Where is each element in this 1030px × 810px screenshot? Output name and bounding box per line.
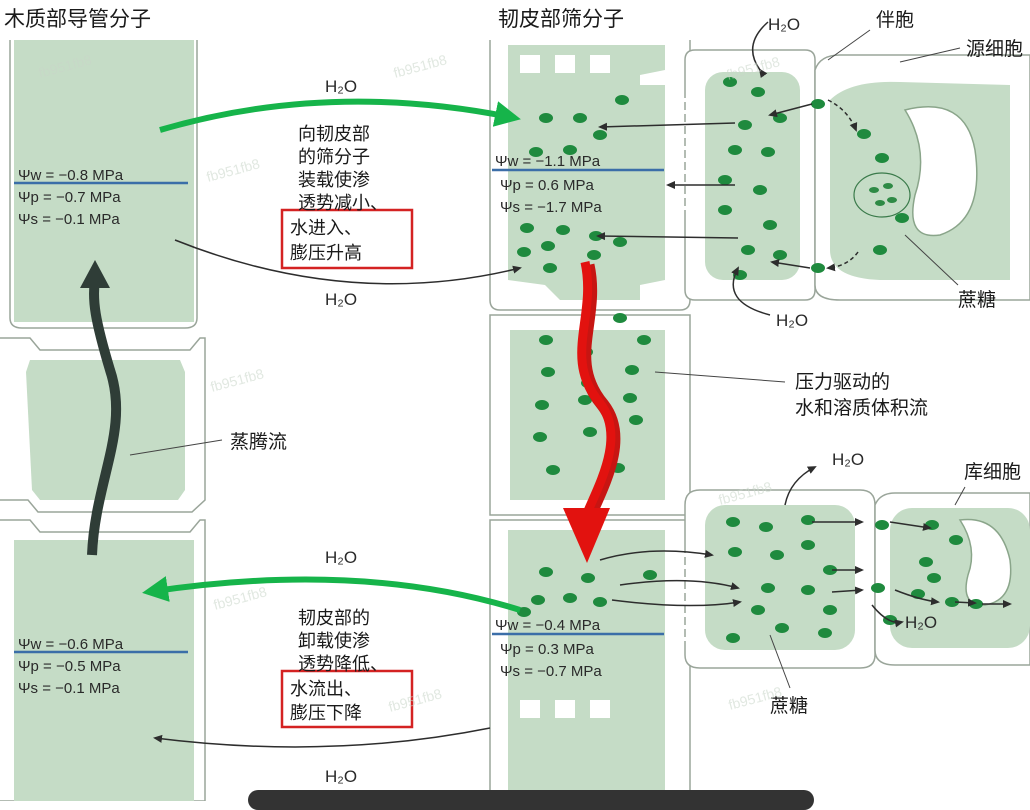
h2o-label-top-mid: H₂O (325, 77, 357, 96)
flow-arrows (80, 21, 1012, 748)
xylem-title: 木质部导管分子 (4, 7, 151, 31)
loading-text-line-4: 透势减小、 (298, 193, 388, 214)
sucrose-source-label: 蔗糖 (958, 289, 996, 311)
phloem-sieve-column (489, 40, 691, 801)
h2o-label-bottom-low: H₂O (325, 767, 357, 786)
pressure-flow-label-line-1: 压力驱动的 (795, 371, 890, 393)
source-cell-label: 源细胞 (966, 38, 1023, 60)
loading-text-line-3: 装载使渗 (298, 170, 370, 191)
transpiration-arrowhead-icon (80, 260, 110, 288)
phloem-top-psi-s: Ψs = −1.7 MPa (500, 199, 602, 216)
h2o-label-top-low: H₂O (325, 290, 357, 309)
sink-cell-label: 库细胞 (964, 461, 1021, 483)
chloroplast-icon (853, 172, 911, 218)
bottom-overlay-bar[interactable] (248, 790, 814, 810)
phloem-bottom-psi-p: Ψp = 0.3 MPa (500, 641, 594, 658)
companion-cell-top (665, 49, 816, 301)
loading-text-line-1: 向韧皮部 (298, 124, 370, 145)
h2o-label-sink-right: H₂O (905, 613, 937, 632)
companion-cell-bottom (665, 489, 876, 669)
water-into-phloem-arrow (159, 98, 521, 133)
unloading-highlight-box (280, 669, 414, 729)
unloading-boxed-line-1: 水流出、 (290, 679, 362, 700)
sink-cell (874, 492, 1030, 666)
sucrose-dots (517, 77, 983, 643)
water-out-of-phloem-arrow (142, 576, 521, 613)
pressure-flow-label-line-2: 水和溶质体积流 (795, 397, 928, 419)
unloading-text-line-2: 卸载使渗 (298, 631, 370, 652)
loading-boxed-line-1: 水进入、 (290, 218, 362, 239)
unloading-text-line-3: 透势降低、 (298, 654, 388, 675)
pointer-lines (129, 29, 966, 689)
xylem-top-psi-s: Ψs = −0.1 MPa (18, 211, 120, 228)
loading-boxed-line-2: 膨压升高 (290, 243, 362, 264)
pressure-flow-arrow (577, 261, 616, 520)
transpiration-stream-arrow (87, 279, 122, 556)
unloading-text-line-1: 韧皮部的 (298, 608, 370, 629)
phloem-bottom-psi-w: Ψw = −0.4 MPa (495, 617, 601, 634)
phloem-top-psi-w: Ψw = −1.1 MPa (495, 153, 601, 170)
xylem-column (0, 40, 206, 801)
h2o-label-bottom-mid: H₂O (325, 548, 357, 567)
companion-cell-label: 伴胞 (876, 9, 914, 31)
xylem-top-psi-w: Ψw = −0.8 MPa (18, 167, 124, 184)
loading-text-line-2: 的筛分子 (298, 147, 370, 168)
phloem-top-psi-p: Ψp = 0.6 MPa (500, 177, 594, 194)
xylem-bottom-psi-w: Ψw = −0.6 MPa (18, 636, 124, 653)
pressure-flow-arrowhead-icon (563, 508, 610, 563)
h2o-label-sink-top: H₂O (832, 450, 864, 469)
phloem-bottom-psi-s: Ψs = −0.7 MPa (500, 663, 602, 680)
source-cell (814, 54, 1030, 301)
h2o-label-companion-top: H₂O (768, 15, 800, 34)
phloem-title: 韧皮部筛分子 (498, 7, 624, 31)
xylem-bottom-psi-s: Ψs = −0.1 MPa (18, 680, 120, 697)
xylem-bottom-psi-p: Ψp = −0.5 MPa (18, 658, 121, 675)
h2o-label-companion-bottom: H₂O (776, 311, 808, 330)
unloading-boxed-line-2: 膨压下降 (290, 703, 362, 724)
sucrose-sink-label: 蔗糖 (770, 695, 808, 717)
loading-highlight-box (280, 208, 414, 270)
xylem-top-psi-p: Ψp = −0.7 MPa (18, 189, 121, 206)
water-potential-lines (14, 168, 664, 654)
transpiration-stream-label: 蒸腾流 (230, 431, 287, 453)
